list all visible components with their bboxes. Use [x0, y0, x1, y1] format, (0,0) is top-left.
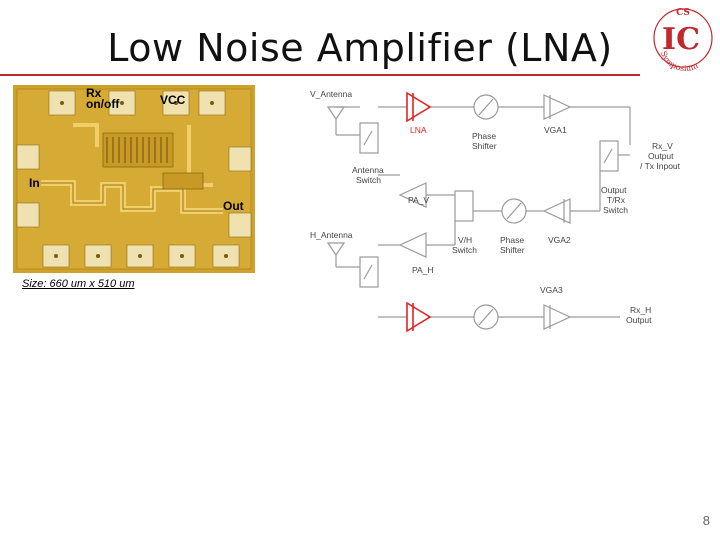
chip-label-out: Out: [223, 199, 244, 213]
label-trx-1: Output: [601, 185, 627, 195]
chip-label-in: In: [29, 176, 40, 190]
logo-letters: IC: [662, 22, 700, 57]
chip-size-caption: Size: 660 um x 510 um: [22, 278, 135, 290]
label-phase-shifter-2a: Phase: [500, 235, 524, 245]
label-pa-v: PA_V: [408, 195, 429, 205]
transceiver-block-diagram: V_Antenna LNA Phase Shifter VGA1 Antenna…: [310, 89, 681, 333]
label-vh-switch-b: Switch: [452, 245, 477, 255]
label-vh-switch-a: V/H: [458, 235, 472, 245]
label-v-antenna: V_Antenna: [310, 89, 352, 99]
label-phase-shifter-1b: Shifter: [472, 141, 497, 151]
label-rxh-1: Rx_H: [630, 305, 651, 315]
logo-top-text: CS: [676, 8, 690, 18]
label-antenna-switch-a: Antenna: [352, 165, 384, 175]
chip-label-vcc: VCC: [160, 93, 186, 107]
label-pa-h: PA_H: [412, 265, 434, 275]
label-rxv-3: / Tx Inpout: [640, 161, 681, 171]
label-rxv-2: Output: [648, 151, 674, 161]
label-phase-shifter-2b: Shifter: [500, 245, 525, 255]
label-phase-shifter-1a: Phase: [472, 131, 496, 141]
cs-ic-symposium-logo: CS IC Symposium: [653, 8, 713, 72]
chip-label-rx: Rx: [86, 86, 102, 100]
page-number: 8: [702, 513, 710, 528]
slide-title: Low Noise Amplifier (LNA): [107, 26, 613, 70]
label-trx-2: T/Rx: [607, 195, 626, 205]
label-antenna-switch-b: Switch: [356, 175, 381, 185]
chip-micrograph: [13, 85, 255, 273]
label-trx-3: Switch: [603, 205, 628, 215]
label-vga2: VGA2: [548, 235, 571, 245]
label-vga3: VGA3: [540, 285, 563, 295]
label-h-antenna: H_Antenna: [310, 230, 353, 240]
label-lna: LNA: [410, 125, 427, 135]
label-vga1: VGA1: [544, 125, 567, 135]
label-rxv-1: Rx_V: [652, 141, 673, 151]
title-divider: [0, 74, 640, 76]
label-rxh-2: Output: [626, 315, 652, 325]
chip-label-rx-onoff: on/off: [86, 97, 120, 111]
